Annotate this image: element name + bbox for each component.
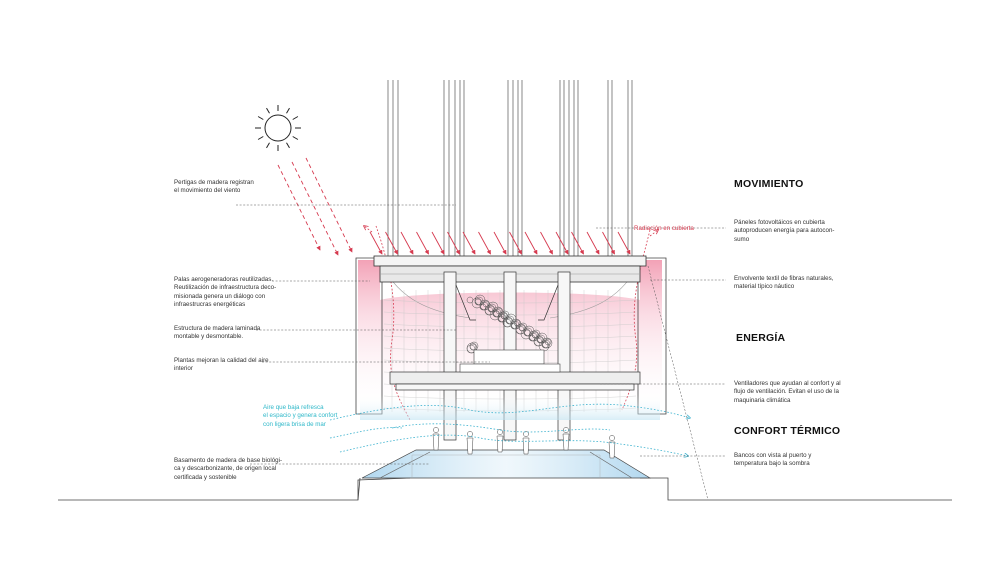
person-body — [522, 437, 530, 455]
sun-ray — [286, 107, 290, 114]
note-line: sumo — [734, 235, 750, 243]
plant-leaf — [474, 294, 486, 306]
sun-ray — [292, 136, 299, 140]
sea-breeze-flow — [329, 403, 690, 456]
note-line: Envolvente textil de fibras naturales, — [734, 275, 834, 282]
note-radiacion: Radiación en cubierta — [634, 225, 694, 233]
plant-leaf — [518, 322, 528, 332]
sun-ray — [257, 136, 264, 140]
note-line: temperatura bajo la sombra — [734, 460, 810, 468]
person-body — [466, 437, 474, 455]
wind-poles — [387, 80, 633, 272]
note-paneles: Páneles fotovoltáicos en cubierta autopr… — [734, 219, 834, 244]
counter — [459, 363, 561, 373]
note-line: montable y desmontable. — [174, 333, 244, 341]
note-line: material típico náutico — [734, 283, 795, 291]
note-aire: Aire que baja refresca el espacio y gene… — [263, 404, 337, 429]
radiation-arrow — [540, 231, 553, 255]
plant-leaf — [471, 297, 483, 309]
note-palas: Palas aerogeneradoras reutilizadas. Reut… — [174, 276, 276, 310]
person-head — [523, 431, 529, 437]
plant-leaf — [531, 329, 541, 339]
platform-base — [361, 449, 652, 479]
note-line: Ventiladores que ayudan al confort y al — [734, 380, 841, 387]
leader-lines — [236, 204, 726, 501]
note-line: flujo de ventilación. Evitan el uso de l… — [734, 388, 839, 396]
person-head — [467, 431, 473, 437]
person-body — [608, 441, 616, 459]
note-line: con ligera brisa de mar — [263, 420, 326, 428]
note-line: el movimiento del viento — [174, 187, 241, 195]
note-line: autoproducen energía para autocon- — [734, 227, 835, 235]
sun-ray — [266, 142, 270, 149]
radiation-arrow — [431, 231, 445, 255]
radiation-arrow — [369, 231, 383, 255]
note-line: ca y descarbonizante, de origen local — [174, 465, 277, 473]
solar-rays — [277, 157, 353, 256]
person-head — [609, 435, 615, 441]
note-line: Estructura de madera laminada — [174, 325, 261, 332]
person-head — [497, 429, 503, 435]
radiation-arrow — [555, 231, 569, 255]
radiation-arrow — [586, 231, 600, 255]
sun-ray — [266, 107, 270, 114]
radiation-arrow — [493, 231, 507, 255]
note-line: Páneles fotovoltáicos en cubierta — [734, 219, 825, 226]
note-ventiladores: Ventiladores que ayudan al confort y al … — [734, 380, 841, 405]
sun-ray — [257, 116, 264, 120]
plant-leaf — [466, 342, 478, 354]
note-line: Plantas mejoran la calidad del aire — [174, 357, 269, 364]
note-line: el espacio y genera confort — [263, 412, 338, 420]
plant-leaf — [487, 301, 499, 313]
note-envolvente: Envolvente textil de fibras naturales, m… — [734, 275, 833, 292]
note-line: Reutilización de infraestructura deco- — [174, 284, 277, 292]
planter — [473, 349, 545, 365]
note-line: Basamento de madera de base biológi- — [174, 457, 283, 464]
radiation-arrow — [416, 231, 429, 255]
note-line: Pertigas de madera registran — [174, 179, 254, 186]
heading-energia: ENERGÍA — [736, 332, 786, 344]
radiation-arrow — [617, 231, 631, 255]
heading-movimiento: MOVIMIENTO — [734, 178, 804, 190]
person-body — [432, 433, 440, 451]
note-line: infraestrucras energéticas — [174, 301, 246, 309]
ground-line — [58, 477, 952, 501]
note-line: interior — [174, 365, 193, 373]
plant-leaf — [500, 310, 510, 320]
heading-confort-termico: CONFORT TÉRMICO — [734, 425, 841, 437]
people — [432, 427, 616, 459]
radiation-arrow — [462, 231, 476, 255]
radiation-arrow — [524, 231, 538, 255]
radiation-arrow — [509, 231, 522, 255]
note-estructura: Estructura de madera laminada montable y… — [174, 325, 260, 342]
note-line: misionada genera un diálogo con — [174, 292, 266, 300]
sun-icon — [255, 105, 301, 151]
note-basamento: Basamento de madera de base biológi- ca … — [174, 457, 282, 482]
note-line: Radiación en cubierta — [634, 225, 694, 232]
sun-ray — [286, 142, 290, 149]
note-bancos: Bancos con vista al puerto y temperatura… — [734, 452, 811, 469]
radiation-arrow — [400, 231, 414, 255]
person-body — [562, 433, 570, 451]
note-line: Bancos con vista al puerto y — [734, 452, 812, 459]
radiation-arrow — [478, 231, 491, 255]
note-pertigas: Pertigas de madera registran el movimien… — [174, 179, 254, 196]
radiation-arrow — [447, 231, 460, 255]
plants — [466, 294, 553, 354]
person-body — [496, 435, 504, 453]
note-line: Palas aerogeneradoras reutilizadas. — [174, 276, 274, 283]
note-line: Aire que baja refresca — [263, 404, 324, 411]
radiation-arrow — [602, 231, 615, 255]
air-mist — [360, 395, 660, 420]
person-head — [433, 427, 439, 433]
roof-radiation-arrows — [369, 231, 631, 255]
note-line: certificada y sostenible — [174, 473, 237, 481]
note-line: maquinaria climática — [734, 396, 791, 404]
note-plantas: Plantas mejoran la calidad del aire inte… — [174, 357, 269, 374]
radiation-arrow — [385, 231, 398, 255]
sun-ray — [292, 116, 299, 120]
radiation-arrow — [571, 231, 584, 255]
